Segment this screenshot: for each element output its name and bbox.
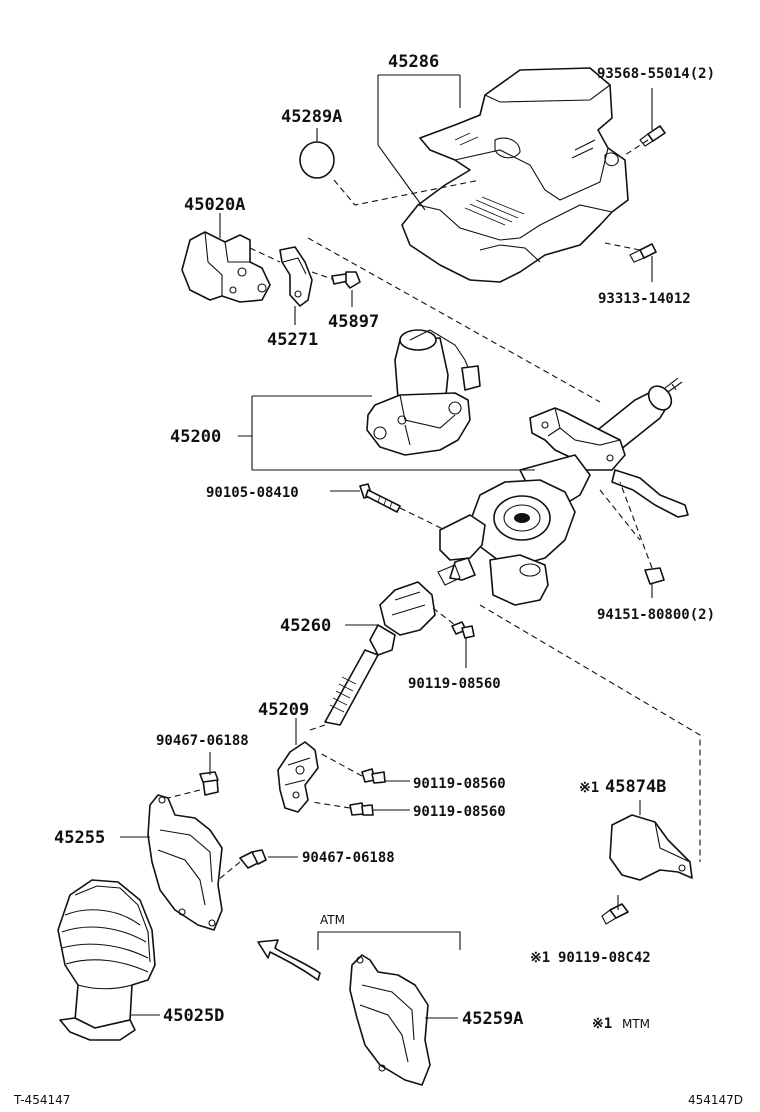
label-45289A: 45289A: [281, 107, 342, 127]
label-90105-08410: 90105-08410: [206, 485, 299, 501]
label-45209: 45209: [258, 700, 309, 720]
bolt-90105[interactable]: [359, 483, 401, 513]
nut-94151[interactable]: [644, 567, 665, 585]
label-90467-06188-a: 90467-06188: [156, 733, 249, 749]
label-90119-08C42: 90119-08C42: [558, 950, 651, 966]
boot-45025D[interactable]: [57, 879, 156, 1041]
screw-93568[interactable]: [639, 125, 666, 147]
label-45255: 45255: [54, 828, 105, 848]
label-94151-80800: 94151-80800(2): [597, 607, 715, 623]
bolt-45897[interactable]: [331, 271, 361, 289]
label-atm: ATM: [320, 913, 345, 927]
label-45200: 45200: [170, 427, 221, 447]
footer-left-code: T-454147: [13, 1093, 70, 1107]
cover-45874B[interactable]: [609, 814, 693, 881]
u-joint-45209[interactable]: [277, 741, 319, 813]
boot-seal-45259A[interactable]: [349, 954, 431, 1086]
label-90119-08560-c: 90119-08560: [413, 804, 506, 820]
label-45286: 45286: [388, 52, 439, 72]
bolt-90119-a[interactable]: [451, 621, 475, 639]
leader-lines: [120, 74, 701, 1019]
intermediate-shaft-45260[interactable]: [324, 581, 436, 726]
marker-1-90119-08C42: ※1: [530, 950, 550, 966]
label-45897: 45897: [328, 312, 379, 332]
marker-1-mtm: ※1: [592, 1016, 612, 1032]
marker-1-45874B: ※1: [579, 780, 599, 796]
nut-90467-a[interactable]: [199, 771, 219, 796]
motor-assembly-45200[interactable]: [366, 329, 481, 456]
label-mtm: MTM: [622, 1017, 650, 1031]
bolt-90119-c[interactable]: [349, 802, 374, 816]
clamp-45271[interactable]: [279, 246, 313, 307]
label-90467-06188-b: 90467-06188: [302, 850, 395, 866]
label-90119-08560-b: 90119-08560: [413, 776, 506, 792]
cap-45289A[interactable]: [299, 141, 335, 179]
steering-column[interactable]: [437, 377, 689, 606]
label-45259A: 45259A: [462, 1009, 523, 1029]
nut-90467-b[interactable]: [239, 849, 267, 869]
label-45025D: 45025D: [163, 1006, 224, 1026]
boot-seal-45255[interactable]: [147, 794, 223, 931]
direction-arrow-icon: [257, 939, 321, 981]
label-93313-14012: 93313-14012: [598, 291, 691, 307]
label-45260: 45260: [280, 616, 331, 636]
label-45020A: 45020A: [184, 195, 245, 215]
bracket-45020A[interactable]: [181, 231, 271, 303]
label-45874B: 45874B: [605, 777, 666, 797]
screw-93313[interactable]: [629, 243, 657, 263]
bolt-90119-08C42[interactable]: [601, 903, 629, 925]
label-90119-08560-a: 90119-08560: [408, 676, 501, 692]
bolt-90119-b[interactable]: [361, 768, 386, 784]
label-93568-55014: 93568-55014(2): [597, 66, 715, 82]
column-cover-45286[interactable]: [401, 67, 629, 283]
footer-right-code: 454147D: [688, 1093, 743, 1107]
label-45271: 45271: [267, 330, 318, 350]
